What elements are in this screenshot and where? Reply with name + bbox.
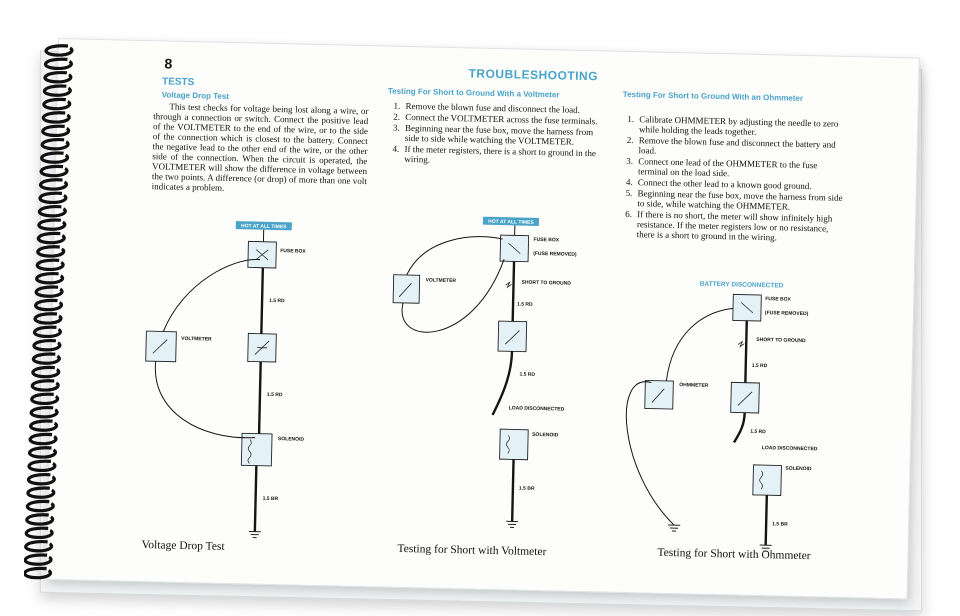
switch-box <box>497 320 528 353</box>
hot-tag-label: HOT AT ALL TIMES <box>488 219 534 226</box>
coil-loop <box>32 352 61 365</box>
coil-loop <box>24 526 54 540</box>
positive-lead <box>162 259 261 332</box>
caption-voltage-drop: Voltage Drop Test <box>141 539 225 553</box>
ground-symbol <box>668 524 681 532</box>
voltage-drop-diagram: HOT AT ALL TIMES FUSE BOX 1.5 RD 1.5 RD … <box>145 221 307 539</box>
short-spark-icon <box>505 281 512 289</box>
coil-loop <box>30 392 60 406</box>
solenoid-label: SOLENOID <box>785 466 812 473</box>
voltmeter-box <box>145 330 177 363</box>
solenoid-box <box>499 428 529 461</box>
ground-symbol <box>506 520 519 528</box>
coil-loop <box>44 57 73 71</box>
coil-loop <box>29 406 59 419</box>
wire-label-ground: 1.5 BR <box>519 486 535 492</box>
voltmeter-label: VOLTMETER <box>426 277 457 284</box>
coil-loop <box>42 84 72 97</box>
voltmeter-short-diagram: HOT AT ALL TIMES FUSE BOX (FUSE REMOVED)… <box>392 216 577 528</box>
wire-label-middle: 1.5 RD <box>750 429 766 435</box>
ohmmeter-short-diagram: BATTERY DISCONNECTED FUSE BOX (FUSE REMO… <box>625 281 818 552</box>
hot-tag-label: HOT AT ALL TIMES <box>241 223 287 230</box>
coil-loop <box>24 553 53 566</box>
coil-loop <box>42 97 72 111</box>
ground-symbol <box>248 530 261 539</box>
short-spark-icon <box>737 340 745 348</box>
switch-box <box>730 381 760 414</box>
load-disconnected-label: LOAD DISCONNECTED <box>762 445 818 452</box>
coil-loop <box>38 191 68 205</box>
coil-loop <box>27 473 56 486</box>
coil-loop <box>35 258 65 272</box>
manual-page: 8 TROUBLESHOOTING TESTS Voltage Drop Tes… <box>45 38 920 600</box>
coil-loop <box>26 486 56 499</box>
hot-tag <box>235 221 292 231</box>
coil-loop <box>27 459 57 473</box>
wire-label-ground: 1.5 BR <box>772 521 788 527</box>
disconnected-wire <box>491 351 514 416</box>
short-label: SHORT TO GROUND <box>522 280 572 287</box>
spiral-binding <box>24 44 74 580</box>
coil-loop <box>31 365 61 379</box>
coil-loop <box>35 272 65 285</box>
fuse-box-label: FUSE BOX <box>765 296 791 303</box>
coil-loop <box>37 218 67 231</box>
meter-lead-ground <box>625 381 675 526</box>
coil-loop <box>28 446 57 459</box>
coil-loop <box>25 499 55 513</box>
coil-loop <box>41 124 71 138</box>
coil-loop <box>28 432 58 446</box>
coil-loop <box>24 566 53 580</box>
solenoid-label: SOLENOID <box>532 432 559 439</box>
ohmmeter-label: OHMMETER <box>679 382 709 389</box>
fuse-box-label: FUSE BOX <box>533 237 559 244</box>
short-label: SHORT TO GROUND <box>756 337 806 344</box>
coil-loop <box>43 71 73 84</box>
wire-label-upper: 1.5 RD <box>517 301 533 307</box>
coil-loop <box>36 245 66 258</box>
wire-label-upper: 1.5 RD <box>752 363 768 369</box>
wire-label-ground: 1.5 BR <box>263 496 279 502</box>
fuse-box-label: FUSE BOX <box>280 248 306 255</box>
coil-loop <box>24 540 54 553</box>
coil-loop <box>38 205 67 218</box>
wiring-diagrams: HOT AT ALL TIMES FUSE BOX 1.5 RD 1.5 RD … <box>145 216 818 552</box>
battery-disconnected-label: BATTERY DISCONNECTED <box>700 281 784 290</box>
coil-loop <box>32 339 62 352</box>
fuse-removed-label: (FUSE REMOVED) <box>533 251 577 258</box>
negative-lead <box>154 361 256 439</box>
coil-loop <box>33 325 62 339</box>
coil-loop <box>36 231 66 245</box>
meter-lead-top <box>406 236 503 276</box>
meter-lead-bottom <box>401 259 505 333</box>
coil-loop <box>40 151 70 164</box>
coil-loop <box>39 164 69 178</box>
ground-symbol <box>759 544 772 552</box>
coil-loop <box>30 379 60 392</box>
solenoid-label: SOLENOID <box>278 436 305 443</box>
meter-lead-top <box>665 307 734 381</box>
coil-loop <box>34 285 64 298</box>
coil-loop <box>40 138 70 151</box>
coil-loop <box>25 513 55 526</box>
solenoid-box <box>752 464 782 496</box>
coil-loop <box>34 298 64 312</box>
coil-loop <box>33 312 63 325</box>
coil-loop <box>39 178 68 191</box>
wire-label-middle: 1.5 RD <box>267 392 283 398</box>
coil-loop <box>29 419 59 432</box>
hot-tag <box>482 216 540 226</box>
wire-label-upper: 1.5 RD <box>269 298 285 304</box>
fuse-removed-label: (FUSE REMOVED) <box>765 310 809 317</box>
load-disconnected-label: LOAD DISCONNECTED <box>509 405 565 412</box>
voltmeter-label: VOLTMETER <box>181 336 212 343</box>
coil-loop <box>41 111 71 124</box>
wire-label-lower: 1.5 RD <box>519 372 535 378</box>
coil-loop <box>44 44 74 57</box>
